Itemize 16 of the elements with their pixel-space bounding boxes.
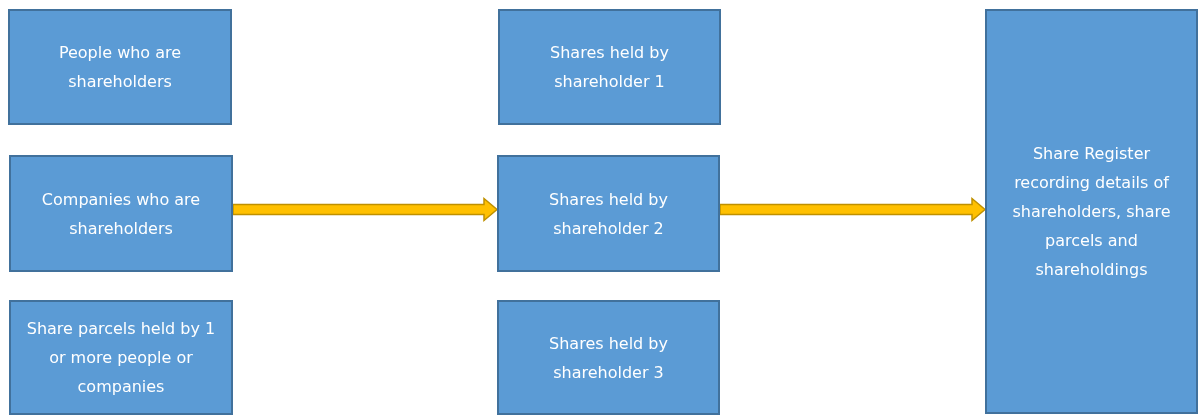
box-label: Share Register recording details of shareholders, share parcels and shareholdings — [1011, 143, 1172, 281]
process-box — [9, 300, 233, 415]
block-arrow — [232, 196, 499, 223]
box-label: Shares held by shareholder 2 — [548, 188, 669, 240]
box-label: Companies who are shareholders — [40, 188, 202, 240]
process-box — [8, 9, 232, 125]
box-label: Shares held by shareholder 1 — [549, 42, 670, 93]
process-box — [985, 9, 1198, 414]
process-box — [9, 155, 233, 272]
box-label: People who are shareholders — [57, 42, 183, 93]
process-box — [497, 155, 720, 272]
box-label: Share parcels held by 1 or more people or companies — [25, 318, 217, 398]
process-box — [497, 300, 720, 415]
block-arrow — [719, 196, 987, 223]
box-label: Shares held by shareholder 3 — [548, 332, 669, 384]
process-box — [498, 9, 721, 125]
